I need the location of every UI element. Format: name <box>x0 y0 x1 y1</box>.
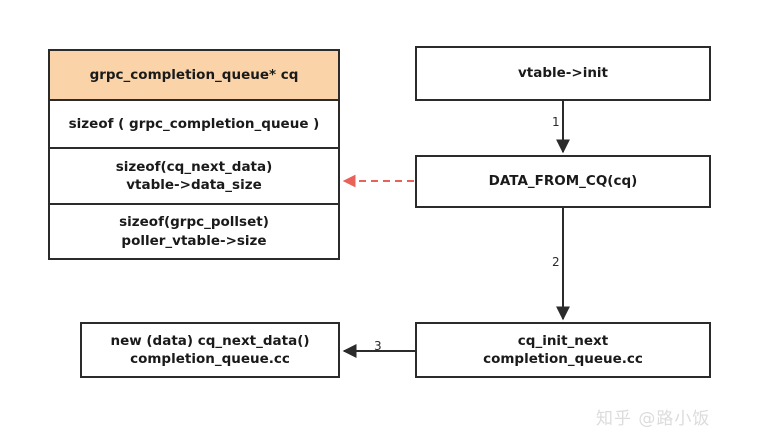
node-label-line2: completion_queue.cc <box>483 351 643 367</box>
table-cell-text: grpc_completion_queue* cq <box>89 66 299 83</box>
node-label-line1: cq_init_next <box>517 332 609 349</box>
table-row-header: grpc_completion_queue* cq <box>50 51 338 101</box>
node-data-from-cq: DATA_FROM_CQ(cq) <box>415 155 711 208</box>
edge-label-1: 1 <box>552 115 560 129</box>
table-row-sizeof-cq: sizeof ( grpc_completion_queue ) <box>50 101 338 149</box>
struct-layout-table: grpc_completion_queue* cq sizeof ( grpc_… <box>48 49 340 260</box>
edge-label-2: 2 <box>552 255 560 269</box>
node-vtable-init: vtable->init <box>415 46 711 101</box>
node-label-line2: completion_queue.cc <box>130 351 290 367</box>
table-cell-text: sizeof ( grpc_completion_queue ) <box>68 115 320 132</box>
node-label-line1: new (data) cq_next_data() <box>110 332 310 349</box>
node-cq-init-next: cq_init_next completion_queue.cc <box>415 322 711 378</box>
table-cell-text-line2: vtable->data_size <box>126 177 262 193</box>
edge-label-3: 3 <box>374 339 382 353</box>
node-new-cq-next-data: new (data) cq_next_data() completion_que… <box>80 322 340 378</box>
node-label: vtable->init <box>517 65 609 82</box>
node-label: DATA_FROM_CQ(cq) <box>488 173 638 190</box>
watermark: 知乎 @路小饭 <box>596 409 711 429</box>
table-cell-text-line2: poller_vtable->size <box>121 232 267 249</box>
table-cell-text-line1: sizeof(grpc_pollset) <box>119 214 269 231</box>
table-row-next-data: sizeof(cq_next_data) vtable->data_size <box>50 149 338 205</box>
table-cell-text-line1: sizeof(cq_next_data) <box>115 158 273 175</box>
table-row-pollset: sizeof(grpc_pollset) poller_vtable->size <box>50 205 338 258</box>
